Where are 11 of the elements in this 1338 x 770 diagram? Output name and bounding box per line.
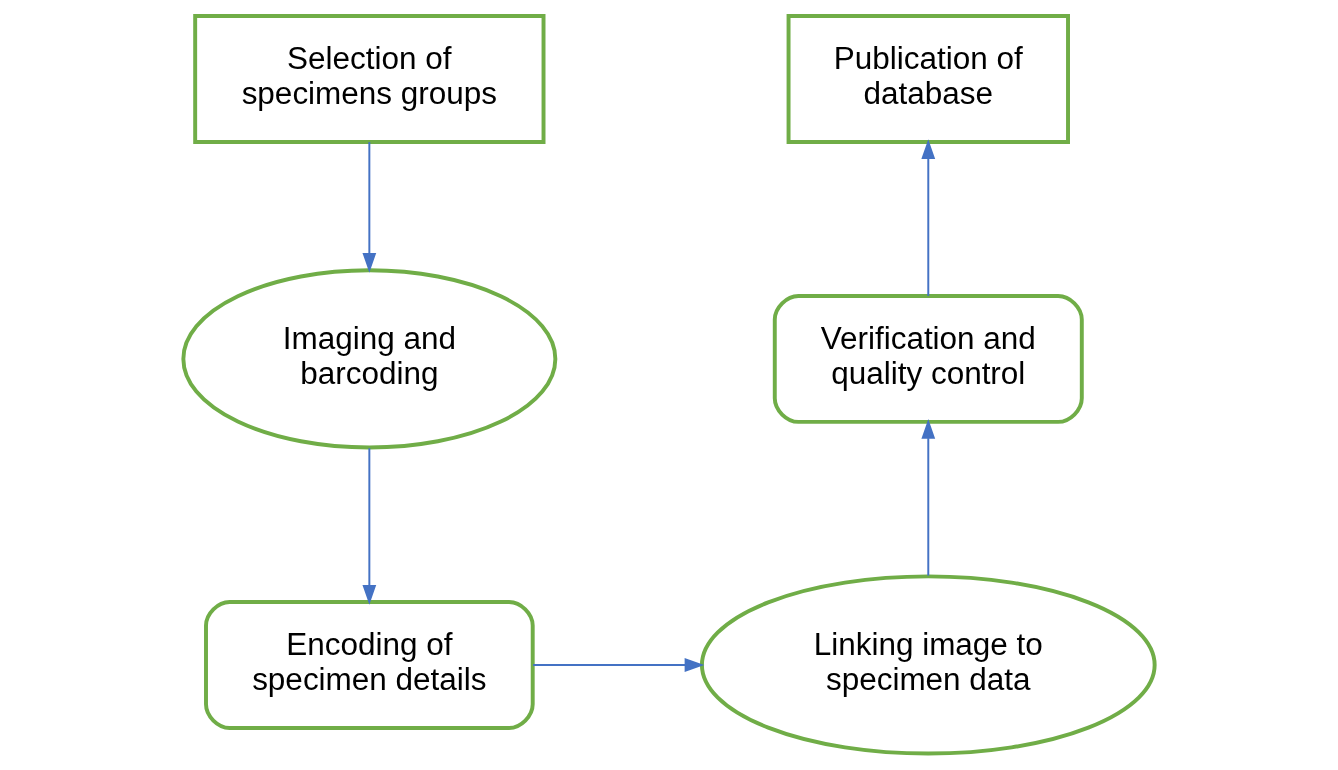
node-ellipse: Linking image to specimen data — [699, 574, 1157, 756]
arrow — [921, 419, 936, 577]
arrow — [532, 658, 705, 672]
arrow — [921, 139, 936, 297]
node-box: Verification and quality control — [772, 293, 1084, 424]
arrow — [362, 447, 377, 605]
node-box: Encoding of specimen details — [204, 600, 535, 730]
node-box: Publication of database — [786, 14, 1070, 144]
arrow — [362, 141, 377, 273]
node-ellipse: Imaging and barcoding — [181, 268, 558, 450]
node-box: Selection of specimens groups — [193, 14, 546, 144]
